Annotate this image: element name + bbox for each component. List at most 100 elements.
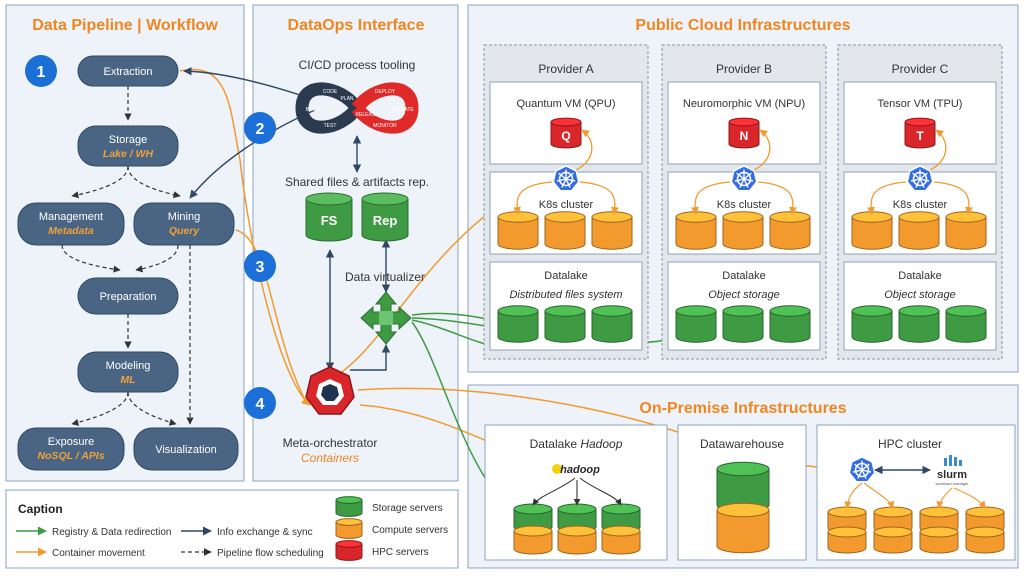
vm-letter: Q [561,129,570,143]
compute-server-cylinder [945,211,987,250]
caption-item-pipeline: Pipeline flow scheduling [217,548,324,559]
svg-text:Extraction: Extraction [104,66,153,78]
hpc-compute-cylinder [919,526,959,554]
svg-text:PLAN: PLAN [340,96,353,102]
hpc-compute-cylinder [873,526,913,554]
hpc-compute-cylinder [827,526,867,554]
legend-label: HPC servers [372,547,429,558]
pipeline-title: Data Pipeline | Workflow [32,17,218,34]
datalake-sub-label: Object storage [708,289,780,301]
provider-name: Provider A [538,62,593,76]
pipeline-flow-lines [61,86,194,426]
hadoop-compute-cylinder [557,525,597,555]
svg-text:Modeling: Modeling [106,360,151,372]
svg-text:Exposure: Exposure [48,436,94,448]
k8s-icon [552,165,580,192]
svg-text:Preparation: Preparation [100,291,157,303]
svg-text:RELEASE: RELEASE [355,112,379,118]
k8s-icon [906,165,934,192]
data-virtualizer-icon [360,291,412,345]
k8s-label: K8s cluster [717,199,772,211]
dwh-compute-cylinder [716,502,770,554]
storage-server-cylinder [497,305,539,343]
storage-server-cylinder [544,305,586,343]
svg-text:Mining: Mining [168,211,200,223]
k8s-links [513,129,619,215]
storage-server-cylinder [769,305,811,343]
svg-text:2: 2 [256,121,265,138]
dataops-title: DataOps Interface [288,17,425,34]
svg-text:4: 4 [256,396,265,413]
hadoop-title: Datalake Hadoop [530,437,623,451]
caption-title: Caption [18,502,63,516]
k8s-label: K8s cluster [893,199,948,211]
pill-modeling[interactable]: Modeling ML [77,351,179,393]
compute-server-cylinder [851,211,893,250]
svg-text:Lake / WH: Lake / WH [103,148,154,160]
cicd-label: CI/CD process tooling [299,58,416,72]
svg-text:DEPLOY: DEPLOY [375,89,396,95]
vm-label: Neuromorphic VM (NPU) [683,98,805,110]
pill-exposure[interactable]: Exposure NoSQL / APIs [17,427,125,471]
orchestrator-sub: Containers [301,451,359,465]
compute-server-cylinder [898,211,940,250]
dataops-panel [252,4,459,482]
hpc-server-cylinder: N [728,117,760,149]
k8s-links [691,129,797,215]
storage-server-cylinder [898,305,940,343]
pill-management[interactable]: Management Metadata [17,202,125,246]
pill-extraction[interactable]: Extraction [77,55,179,87]
step-badge-3: 3 [244,250,276,282]
pill-preparation[interactable]: Preparation [77,277,179,315]
svg-text:Storage: Storage [109,134,148,146]
hpc-server-cylinder: T [904,117,936,149]
storage-server-cylinder [945,305,987,343]
svg-text:CODE: CODE [323,89,338,95]
datalake-sub-label: Object storage [884,289,956,301]
compute-server-cylinder [591,211,633,250]
cloud-title: Public Cloud Infrastructures [635,17,850,34]
datalake-sub-label: Distributed files system [509,289,622,301]
svg-text:OPERATE: OPERATE [390,107,414,113]
hpc-title: HPC cluster [878,437,942,451]
storage-server-cylinder [722,305,764,343]
pill-visualization[interactable]: Visualization [133,427,239,471]
svg-text:MONITOR: MONITOR [373,123,397,129]
slurm-logo-icon: slurm workload manager [936,455,969,486]
svg-text:NoSQL / APIs: NoSQL / APIs [37,450,104,462]
datalake-label: Datalake [544,270,587,282]
caption-item-container: Container movement [52,548,145,559]
compute-server-cylinder [722,211,764,250]
step-badge-4: 4 [244,387,276,419]
pill-mining[interactable]: Mining Query [133,202,235,246]
svg-text:3: 3 [256,259,265,276]
svg-text:ML: ML [120,374,135,386]
pill-storage[interactable]: Storage Lake / WH [77,125,179,167]
step-badge-1: 1 [25,55,57,87]
vm-letter: N [740,129,749,143]
storage-server-cylinder [851,305,893,343]
caption-item-info: Info exchange & sync [217,527,313,538]
shared-repo-label: Shared files & artifacts rep. [285,175,429,189]
hpc-compute-cylinder [965,526,1005,554]
hadoop-logo-icon: hadoop [552,464,600,476]
devops-loop-icon: BUILD CODE PLAN TEST RELEASE DEPLOY OPER… [295,82,419,134]
vm-letter: T [916,129,924,143]
storage-server-cylinder [675,305,717,343]
dwh-title: Datawarehouse [700,437,784,451]
hadoop-compute-cylinder [601,525,641,555]
vm-label: Tensor VM (TPU) [878,98,963,110]
caption-panel [5,489,459,569]
hpc-k8s-icon [848,456,876,483]
hpc-server-cylinder: Q [550,117,582,149]
legend-label: Storage servers [372,503,443,514]
virtualizer-label: Data virtualizer [345,270,425,284]
hadoop-links [532,477,622,506]
meta-orchestrator-icon [305,366,355,415]
